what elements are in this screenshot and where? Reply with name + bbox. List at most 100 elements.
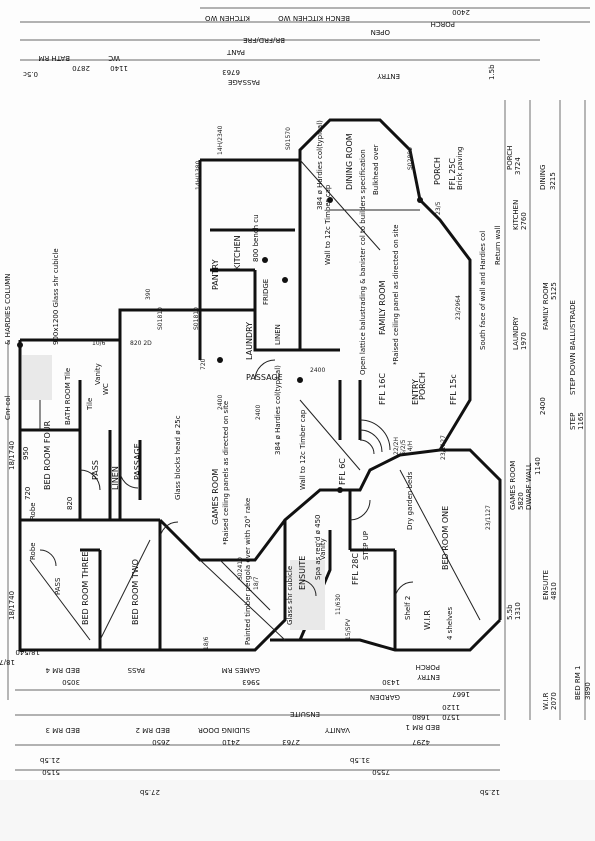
dim-right-label: LAUNDRY (512, 316, 520, 350)
dim-bottom-label: 4297 (412, 738, 430, 746)
dim-misc: 18/7 (253, 576, 260, 590)
note-lattice: Open lattice balustrading & banister col… (359, 149, 367, 375)
note-wall-timber: Wall to 12c Timber cap (324, 184, 332, 265)
dim-top-label: 6763 (222, 68, 240, 76)
dim-top-label: 1.5b (488, 64, 496, 80)
note-brick-paving: Brick paving (456, 147, 464, 190)
top-dimensions: 0.5c BATH RM WC 2870 1140 PASSAGE 6763 B… (20, 7, 590, 86)
dim-right-label: 5820 (517, 492, 525, 510)
room-bath: BATH ROOM Tile (64, 368, 72, 425)
note-spa: Spa as req'd ø 450 (314, 515, 322, 581)
dim-misc: 23/5 (435, 201, 442, 215)
dim-misc: 2400 (310, 367, 325, 374)
dim-bottom-label: GAMES RM (222, 666, 260, 674)
dim-top-label: BR/FRD/FRE (243, 36, 285, 44)
note-dry-garden: Dry garden beds (406, 471, 414, 530)
dim-misc: 14H/2340 (217, 125, 224, 155)
interior-walls (20, 228, 397, 650)
dim-misc: 390 (145, 288, 152, 300)
note-glass-blocks: Glass blocks head ø 25c (174, 415, 182, 500)
room-wir: W.I.R (423, 610, 432, 630)
dim-top-label: OPEN (371, 28, 390, 36)
dim-bottom-label: PASS (127, 666, 145, 674)
dim-misc: 23/2964 (455, 295, 462, 320)
right-dimensions: PORCH 3724 DINING 3215 KITCHEN 2760 FAMI… (504, 100, 592, 720)
dim-top-label: KITCHEN WO (205, 14, 250, 22)
dim-left-label: 18/1740 (8, 591, 16, 620)
dim-top-label: BENCH KITCHEN WO (278, 14, 350, 22)
dim-misc: 720 (200, 358, 207, 370)
dim-top-label: PASSAGE (228, 78, 260, 86)
dim-left-label: 720 (24, 487, 32, 500)
dim-misc: S/2/5 (400, 439, 407, 455)
dim-misc: 2400 (255, 405, 262, 420)
dim-top-label: PORCH (431, 20, 455, 28)
dim-bottom-label: 2650 (152, 738, 170, 746)
note-ffl-25c: FFL 25C (448, 158, 457, 190)
dim-misc: 820 2D (130, 340, 152, 347)
dim-bottom-label: 27.5b (139, 788, 160, 796)
dim-right-label: STEP (569, 413, 577, 430)
dim-right-label: 2070 (550, 692, 558, 710)
note-shelves-4: 4 shelves (446, 607, 454, 640)
room-porch: PORCH (433, 157, 442, 185)
dim-misc: 10/6 (92, 340, 106, 347)
dim-bottom-label: 7550 (372, 768, 390, 776)
note-fridge: FRIDGE (262, 279, 270, 305)
dim-left-label: 18/1740 (8, 441, 16, 470)
dim-right-label: FAMILY ROOM (542, 282, 550, 330)
dim-misc: 23/1127 (440, 435, 447, 460)
dim-bottom-label: 12.5b (479, 788, 500, 796)
dim-right-label: KITCHEN (512, 200, 520, 230)
dim-bottom-label: BED RM 2 (136, 726, 170, 734)
dim-bottom-label: GARDEN (370, 693, 400, 701)
note-hardies-col-2: 384 ø Hardies col(typical) (274, 365, 282, 455)
dim-bottom-label: VANITY (324, 726, 350, 734)
interior-dimensions: 10/6 820 2D 390 S01810 S01810 S02410 18/… (92, 125, 492, 650)
note-south-face: South face of wall and Hardies col (479, 231, 487, 350)
dim-misc: 11/630 (335, 594, 342, 615)
room-dining: DINING ROOM (345, 133, 354, 190)
dim-right-label: 1970 (520, 332, 528, 350)
note-vanity: Vanity (94, 363, 102, 385)
dim-misc: 22/2H (393, 437, 400, 455)
dim-left-label: 950 (22, 447, 30, 460)
room-bed-four: BED ROOM FOUR (43, 420, 52, 490)
dim-bottom-label: 18/740 (0, 658, 15, 666)
entry-steps (359, 419, 391, 455)
dim-bottom-label: 21.5b (39, 756, 60, 764)
dim-right-label: DWARF WALL (525, 463, 533, 510)
dim-top-label: BATH RM (38, 54, 70, 62)
room-bed-one: BED ROOM ONE (441, 506, 450, 570)
note-glass-cubicle: Glass shr cubicle (286, 566, 294, 625)
shower-area (22, 355, 52, 400)
room-games: GAMES ROOM (211, 469, 220, 525)
room-entry: ENTRY (411, 379, 420, 405)
room-entry-porch: PORCH (418, 372, 427, 400)
dim-left-label: PASS (54, 577, 62, 595)
room-pass: PASS (91, 460, 100, 480)
dim-right-label: PORCH (506, 146, 514, 170)
room-wc: WC (102, 383, 110, 395)
dim-bottom-label: ENSUITE (290, 710, 320, 718)
dim-right-label: 3890 (584, 682, 592, 700)
dim-misc: 18/6 (203, 636, 210, 650)
room-family: FAMILY ROOM (378, 280, 387, 335)
dim-misc: 2400 (217, 395, 224, 410)
dim-misc: S02410 (237, 557, 244, 580)
dim-bottom-label: 3050 (62, 678, 80, 686)
door-swings (39, 359, 414, 601)
room-labels: BED ROOM FOUR BED ROOM THREE BED ROOM TW… (29, 133, 450, 630)
note-ffl-28c: FFL 28C (351, 553, 360, 585)
dim-right-label: BED RM 1 (574, 666, 582, 700)
dim-top-label: WC (108, 54, 120, 62)
dim-misc: 23/1127 (485, 505, 492, 530)
columns (17, 197, 423, 493)
dim-right-label: 1310 (514, 602, 522, 620)
note-hardies-column: & HARDIES COLUMN (4, 274, 12, 346)
hatching (29, 159, 481, 641)
room-robe-two: Robe (29, 542, 37, 560)
dim-bottom-label: 1667 (452, 690, 470, 698)
dim-top-label: 2870 (72, 64, 90, 72)
